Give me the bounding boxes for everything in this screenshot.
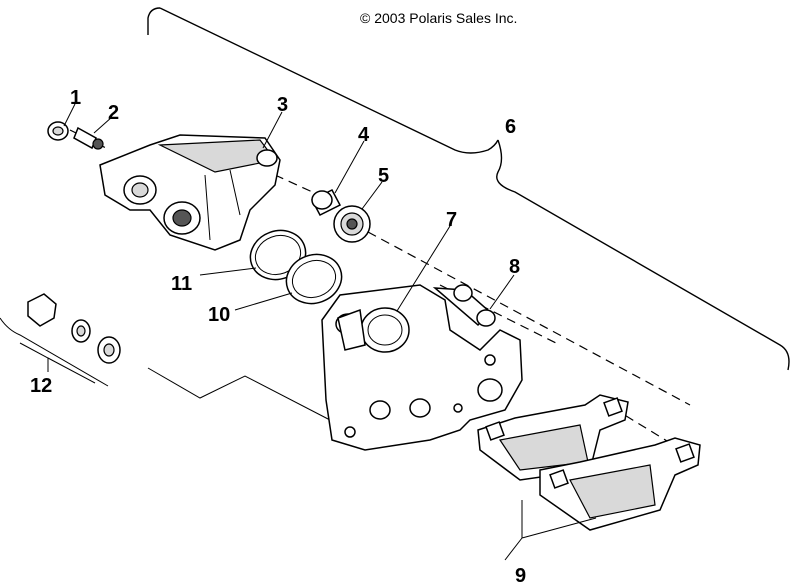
callout-10: 10 bbox=[208, 304, 230, 326]
callout-6: 6 bbox=[505, 116, 516, 138]
callout-7: 7 bbox=[446, 209, 457, 231]
bleeder-cap bbox=[47, 121, 69, 141]
callout-4: 4 bbox=[358, 124, 370, 146]
caliper-body bbox=[99, 134, 281, 251]
piston-boot bbox=[333, 205, 371, 243]
copyright-notice: © 2003 Polaris Sales Inc. bbox=[360, 10, 518, 26]
callout-1: 1 bbox=[70, 87, 81, 109]
callout-11: 11 bbox=[171, 273, 192, 295]
brake-pad-inner bbox=[477, 394, 629, 481]
slide-pin bbox=[310, 189, 342, 216]
callout-8: 8 bbox=[509, 256, 520, 278]
caliper-bracket bbox=[321, 284, 523, 451]
callout-2: 2 bbox=[108, 102, 119, 124]
leader-lines bbox=[19, 103, 597, 561]
bolt-and-washers bbox=[27, 293, 121, 364]
assembly-outline bbox=[0, 7, 790, 421]
callout-3: 3 bbox=[277, 94, 288, 116]
guide-pin bbox=[432, 284, 496, 327]
callout-labels: 1 2 3 4 5 6 7 8 9 10 11 12 bbox=[30, 87, 526, 586]
bleeder-screw bbox=[73, 126, 104, 150]
callout-12: 12 bbox=[30, 375, 52, 397]
o-ring-small bbox=[285, 253, 343, 305]
brake-pad-outer bbox=[539, 437, 701, 531]
callout-5: 5 bbox=[378, 165, 389, 187]
callout-9: 9 bbox=[515, 565, 526, 586]
